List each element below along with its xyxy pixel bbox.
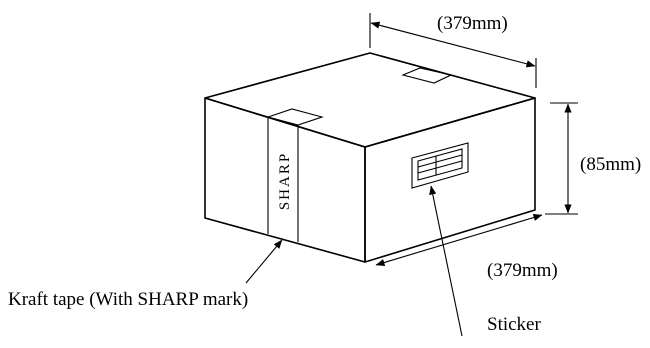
sticker-inner	[417, 148, 463, 181]
kraft-tape: SHARP	[266, 108, 324, 242]
box-top-face	[204, 52, 536, 148]
sticker	[411, 142, 469, 189]
sticker-line-2	[417, 160, 463, 174]
tape-leader-arrow	[245, 239, 283, 284]
depth-arrow	[375, 214, 543, 266]
tape-top-flap	[266, 108, 324, 126]
dimension-depth-right: (379mm)	[375, 214, 558, 281]
tape-sharp-mark: SHARP	[277, 152, 293, 210]
sticker-callout: Sticker	[429, 185, 541, 337]
depth-label: (379mm)	[487, 260, 558, 281]
top-flap	[401, 67, 453, 84]
dimension-width-top: (379mm)	[369, 13, 537, 88]
box-right-face	[364, 97, 536, 263]
width-top-arrow	[370, 21, 536, 68]
height-label: (85mm)	[580, 154, 641, 175]
box	[204, 52, 536, 263]
sticker-label: Sticker	[487, 314, 541, 335]
sticker-outer	[411, 142, 469, 189]
sticker-line-1	[417, 154, 463, 168]
width-top-label: (379mm)	[437, 13, 508, 34]
tape-label: Kraft tape (With SHARP mark)	[8, 289, 248, 310]
tape-callout: Kraft tape (With SHARP mark)	[8, 239, 283, 310]
dimension-height: (85mm)	[545, 102, 641, 215]
sticker-leader-arrow	[429, 185, 463, 337]
